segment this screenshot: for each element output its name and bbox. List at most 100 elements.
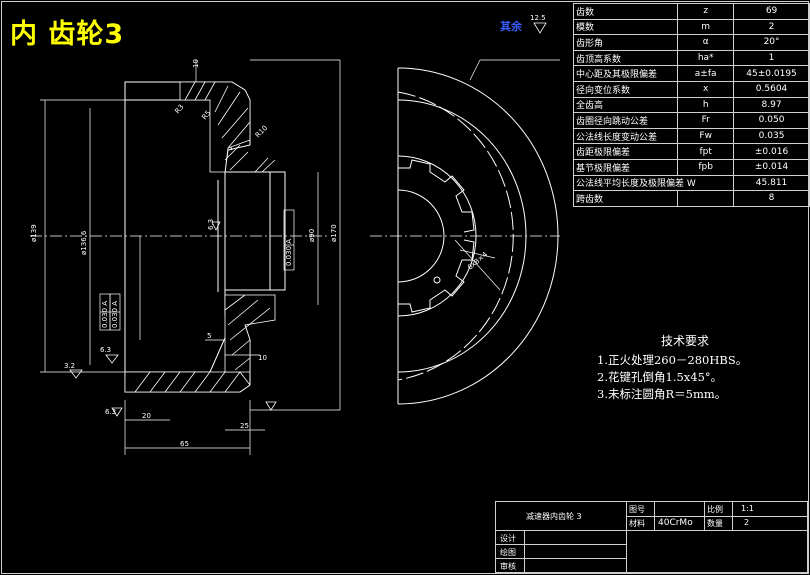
param-value: 2 [733,18,810,36]
tech-item-3: 3.未标注圆角R＝5mm。 [597,387,727,401]
part-name: 减速器内齿轮 3 [526,512,582,521]
param-symbol: z [677,3,735,20]
spline-note: 6x8×4 [466,250,489,272]
scale-label: 比例 [707,505,723,514]
drawing-no-label: 图号 [629,505,645,514]
param-symbol: Fw [677,127,735,145]
param-name: 跨齿数 [572,190,679,207]
technical-requirements: 技术要求 1.正火处理260－280HBS。 2.花键孔倒角1.5x45°。 3… [597,332,747,403]
param-name: 公法线长度变动公差 [572,127,679,145]
dim-diameter-136: ø136.6 [80,230,88,255]
dim-radius-3: R3 [173,103,185,115]
tolerance-frame-3: 0.030 A [111,301,119,328]
param-value: 1 [733,49,810,67]
tech-item-1: 1.正火处理260－280HBS。 [597,353,748,367]
param-symbol: α [677,34,735,51]
roughness-value-a: 3.2 [64,362,75,370]
param-value: 69 [733,3,810,20]
title-block: 减速器内齿轮 3 图号 材料 40CrMo 比例 1:1 数量 2 设计 绘图 … [495,501,808,573]
param-value: 45.811 [733,174,810,192]
param-value: 8.97 [733,96,810,114]
qty-label: 数量 [707,519,723,528]
dim-length-5: 5 [207,332,211,340]
dim-length-10-bottom: 10 [258,354,267,362]
roughness-value-b: 6.3 [100,346,111,354]
dim-length-20: 20 [142,412,151,420]
param-symbol: x [677,80,735,98]
tolerance-frame-2: 0.030 A [101,301,109,328]
param-value: ±0.016 [733,143,810,160]
dim-diameter-90: ø90 [308,229,316,242]
tolerance-frame-1: 0.030 A [285,239,293,266]
surface-finish-note: 其余 [500,20,522,33]
param-name: 径向变位系数 [572,80,679,98]
param-name: 模数 [572,18,679,36]
roughness-marks [69,221,277,417]
param-name: 齿形角 [572,34,679,51]
dim-length-25: 25 [240,422,249,430]
dim-diameter-170: ø170 [330,224,338,242]
dim-diameter-139: ø139 [30,224,38,242]
design-label: 设计 [500,534,516,543]
param-value: ±0.014 [733,158,810,176]
param-name: 基节极限偏差 [572,158,679,176]
param-value: 20° [733,34,810,51]
surface-finish-value: 12.5 [530,14,546,22]
roughness-symbol [533,22,547,34]
param-value: 45±0.0195 [733,65,810,82]
dim-radius-10: R10 [254,124,269,139]
param-name: 中心距及其极限偏差 [572,65,679,82]
param-name: 公法线平均长度及极限偏差 W [572,174,735,192]
roughness-value-c: 6.3 [105,408,116,416]
param-symbol: Fr [677,112,735,129]
dimension-lines [40,59,341,455]
tech-item-2: 2.花键孔倒角1.5x45°。 [597,370,723,384]
drawing-title: 内 齿轮3 [10,19,125,50]
param-value: 0.5604 [733,80,810,98]
param-symbol [677,190,735,207]
scale-value: 1:1 [741,504,754,513]
front-dimension-lines [454,59,560,291]
param-value: 8 [733,190,810,207]
param-symbol: fpt [677,143,735,160]
section-hatching [124,81,276,393]
dim-length-10-top: 10 [192,59,200,68]
roughness-value-d: 6.3 [207,219,215,230]
param-name: 齿数 [572,3,679,20]
dim-length-65: 65 [180,440,189,448]
param-name: 齿顶高系数 [572,49,679,67]
param-symbol: ha* [677,49,735,67]
param-value: 0.050 [733,112,810,129]
param-symbol: m [677,18,735,36]
material-value: 40CrMo [658,518,693,528]
param-symbol: h [677,96,735,114]
param-symbol: fpb [677,158,735,176]
qty-value: 2 [744,518,750,527]
param-value: 0.035 [733,127,810,145]
param-row: 跨齿数 8 [572,190,810,207]
param-name: 全齿高 [572,96,679,114]
material-label: 材料 [629,519,645,528]
review-label: 审核 [500,562,516,571]
param-name: 齿圈径向跳动公差 [572,112,679,129]
param-symbol: a±fa [677,65,735,82]
draw-label: 绘图 [500,548,516,557]
param-name: 齿距极限偏差 [572,143,679,160]
tech-requirements-title: 技术要求 [661,334,710,348]
